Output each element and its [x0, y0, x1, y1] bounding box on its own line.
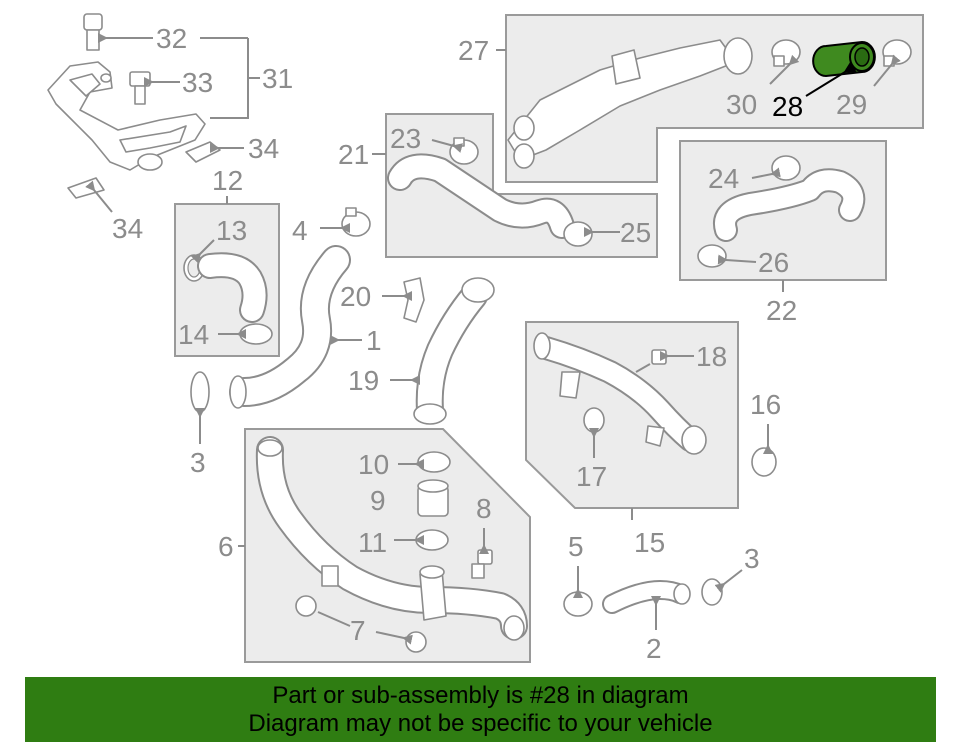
callout-8: 8: [476, 493, 492, 524]
bolt-33-drawing: [129, 71, 151, 105]
callout-21: 21: [338, 139, 369, 170]
callout-26: 26: [758, 247, 789, 278]
callout-2: 2: [646, 633, 662, 664]
sensor-20-drawing: [403, 277, 425, 323]
callout-10: 10: [358, 449, 389, 480]
callout-13: 13: [216, 215, 247, 246]
oring-3-right-drawing: [701, 578, 723, 606]
callout-32: 32: [156, 23, 187, 54]
callout-33: 33: [182, 67, 213, 98]
callout-1: 1: [366, 325, 382, 356]
pipe-15-drawing: [533, 332, 707, 455]
clamp-24-drawing: [771, 155, 801, 181]
callout-3-right: 3: [744, 543, 760, 574]
callout-19: 19: [348, 365, 379, 396]
bolt-32-drawing: [83, 13, 103, 51]
callout-29: 29: [836, 89, 867, 120]
clamp-5-drawing: [563, 591, 593, 617]
callout-11: 11: [358, 527, 387, 558]
bushing-7a-drawing: [295, 595, 317, 617]
banner-line-part-number: Part or sub-assembly is #28 in diagram: [272, 682, 689, 709]
callout-25: 25: [620, 217, 651, 248]
gasket-34-upper-drawing: [185, 141, 221, 163]
banner-line-disclaimer: Diagram may not be specific to your vehi…: [248, 710, 713, 737]
clamp-4-drawing: [341, 207, 371, 237]
callout-14: 14: [178, 319, 209, 350]
callout-12: 12: [212, 165, 243, 196]
bushing-7b-drawing: [405, 631, 427, 653]
callout-6: 6: [218, 531, 234, 562]
callout-5: 5: [568, 531, 584, 562]
callout-24: 24: [708, 163, 739, 194]
oring-16-drawing: [751, 447, 777, 477]
callout-3-left: 3: [190, 447, 206, 478]
callout-27: 27: [458, 35, 489, 66]
callout-20: 20: [340, 281, 371, 312]
clamp-26-drawing: [697, 244, 727, 268]
callout-9: 9: [370, 485, 386, 516]
clamp-14-drawing: [239, 323, 273, 345]
clamp-11-drawing: [415, 529, 449, 551]
clamp-10-drawing: [417, 451, 451, 473]
callout-23: 23: [390, 123, 421, 154]
callout-28-highlighted: 28: [772, 91, 803, 122]
callout-31: 31: [262, 63, 293, 94]
hose-9-drawing: [417, 479, 449, 517]
intercooler-pipe-27-drawing: [507, 37, 753, 169]
callout-22: 22: [766, 295, 797, 326]
clamp-25-drawing: [563, 221, 593, 247]
callout-18: 18: [696, 341, 727, 372]
callout-16: 16: [750, 389, 781, 420]
callout-34-upper: 34: [248, 133, 279, 164]
part-info-banner: Part or sub-assembly is #28 in diagram D…: [25, 677, 936, 742]
callout-17: 17: [576, 461, 607, 492]
callout-30: 30: [726, 89, 757, 120]
oring-3-left-drawing: [190, 371, 210, 413]
callout-15: 15: [634, 527, 665, 558]
callout-4: 4: [292, 215, 308, 246]
bracket-31-drawing: [47, 61, 206, 171]
callout-7: 7: [350, 615, 366, 646]
bushing-17-drawing: [583, 407, 605, 433]
callout-34-lower: 34: [112, 213, 143, 244]
highlighted-hose-28-drawing: [812, 40, 876, 78]
